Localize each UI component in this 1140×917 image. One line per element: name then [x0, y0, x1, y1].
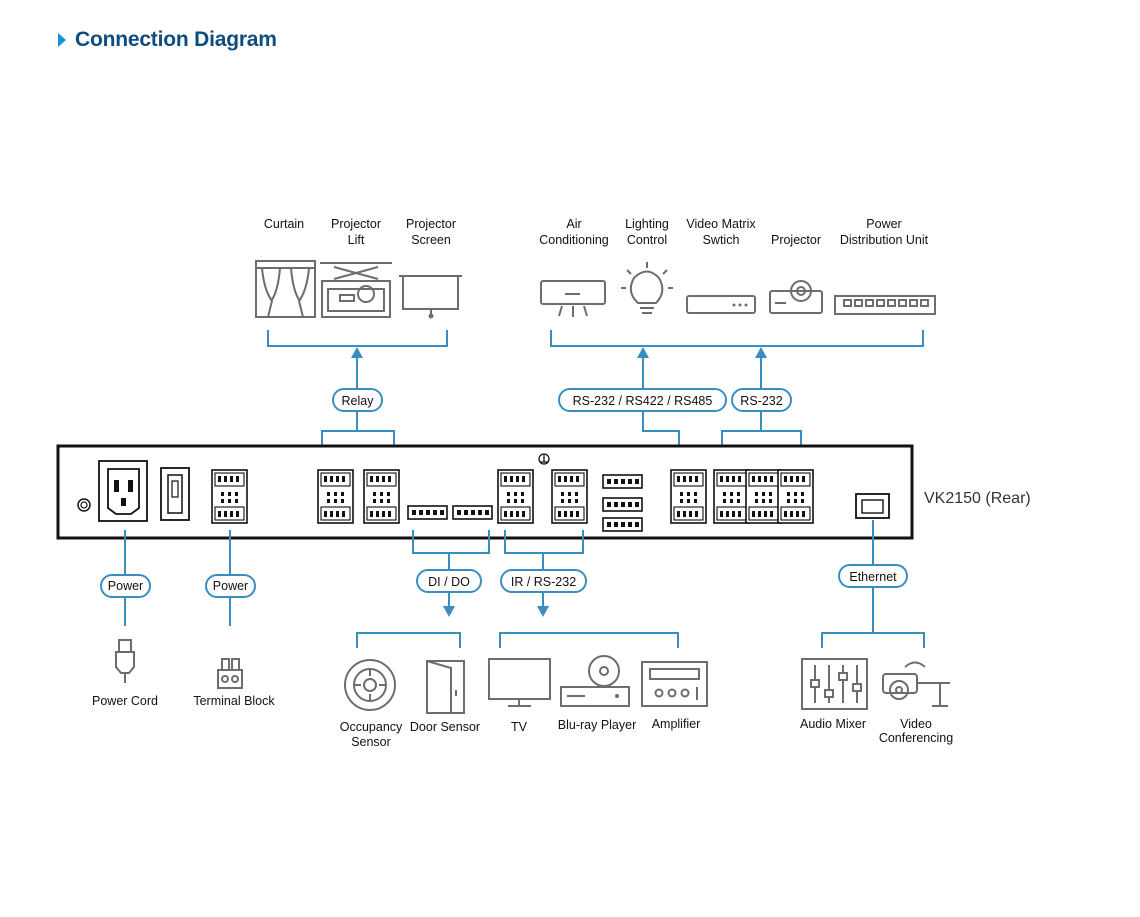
projector-icon [769, 280, 823, 314]
page-title-text: Connection Diagram [75, 28, 277, 51]
label-occupancy-sensor-2: Sensor [351, 735, 391, 749]
audio-mixer-icon [801, 658, 868, 710]
label-door-sensor: Door Sensor [410, 720, 480, 734]
ir-serial-bus-line [499, 530, 679, 648]
svg-text:IR / RS-232: IR / RS-232 [511, 575, 576, 589]
label-video-matrix-1: Video Matrix [686, 217, 756, 231]
relay-pill: Relay [332, 388, 383, 412]
air-conditioner-icon [540, 280, 606, 317]
projector-lift-icon [320, 262, 392, 318]
label-lighting-control-1: Lighting [625, 217, 669, 231]
svg-text:Power: Power [108, 579, 143, 593]
label-projector-screen-1: Projector [406, 217, 456, 231]
svg-text:RS-232: RS-232 [740, 394, 782, 408]
label-audio-mixer: Audio Mixer [800, 717, 866, 731]
label-air-conditioning-2: Conditioning [539, 233, 609, 247]
ir-serial-pill: IR / RS-232 [500, 569, 587, 593]
label-curtain: Curtain [264, 217, 304, 231]
label-pdu-1: Power [866, 217, 901, 231]
label-projector-lift-2: Lift [348, 233, 365, 247]
page-title: Connection Diagram [58, 28, 277, 52]
terminal-power-pill: Power [205, 574, 256, 598]
label-video-conferencing-2: Conferencing [879, 731, 953, 745]
power-cord-pill: Power [100, 574, 151, 598]
dido-pill: DI / DO [416, 569, 482, 593]
title-arrow-icon [58, 33, 66, 47]
label-projector-screen-2: Screen [411, 233, 451, 247]
device-label: VK2150 (Rear) [924, 490, 1031, 507]
vk2150-rear-panel [56, 444, 914, 540]
video-matrix-switch-icon [686, 295, 756, 314]
label-bluray-player: Blu-ray Player [558, 718, 637, 732]
ethernet-bus-line [821, 520, 925, 648]
rs232-pill: RS-232 [731, 388, 792, 412]
rs232-422-485-pill: RS-232 / RS422 / RS485 [558, 388, 727, 412]
label-video-conferencing-1: Video [900, 717, 932, 731]
label-projector-lift-1: Projector [331, 217, 381, 231]
label-power-cord: Power Cord [92, 694, 158, 708]
label-amplifier: Amplifier [652, 717, 701, 731]
projector-screen-icon [399, 275, 462, 319]
label-lighting-control-2: Control [627, 233, 667, 247]
amplifier-icon [641, 661, 708, 707]
curtain-icon [255, 260, 316, 318]
label-pdu-2: Distribution Unit [840, 233, 929, 247]
terminal-block-icon [217, 658, 243, 689]
video-conferencing-icon [882, 661, 950, 707]
svg-text:Ethernet: Ethernet [849, 570, 897, 584]
power-cord-icon [115, 639, 135, 683]
light-bulb-icon [621, 262, 673, 314]
label-occupancy-sensor-1: Occupancy [340, 720, 403, 734]
pdu-icon [834, 295, 936, 315]
label-projector: Projector [771, 233, 821, 247]
label-air-conditioning-1: Air [566, 217, 581, 231]
dido-bus-line [356, 530, 490, 648]
ethernet-pill: Ethernet [838, 564, 908, 588]
svg-text:DI / DO: DI / DO [428, 575, 470, 589]
label-terminal-block: Terminal Block [193, 694, 275, 708]
door-sensor-icon [426, 660, 465, 714]
svg-text:Power: Power [213, 579, 248, 593]
tv-icon [488, 658, 551, 707]
bluray-player-icon [560, 655, 630, 707]
svg-text:RS-232 / RS422 / RS485: RS-232 / RS422 / RS485 [573, 394, 713, 408]
label-tv: TV [511, 720, 528, 734]
occupancy-sensor-icon [344, 659, 396, 711]
svg-text:Relay: Relay [342, 394, 375, 408]
label-video-matrix-2: Swtich [703, 233, 740, 247]
